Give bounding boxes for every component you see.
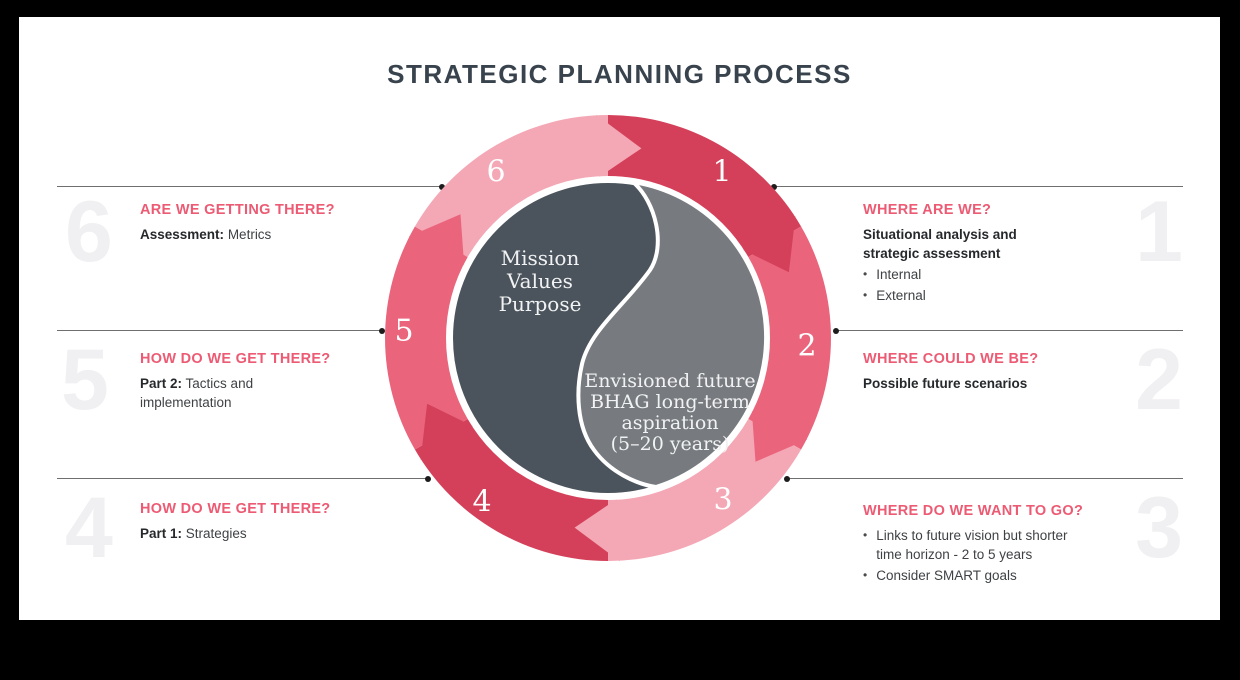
connector-dot xyxy=(439,184,445,190)
connector-line xyxy=(57,330,382,332)
section-6-text: ARE WE GETTING THERE? Assessment: Metric… xyxy=(140,202,410,244)
connector-line xyxy=(57,478,428,480)
section-6-heading: ARE WE GETTING THERE? xyxy=(140,202,335,218)
connector-line xyxy=(774,186,1183,188)
section-2-heading: WHERE COULD WE BE? xyxy=(863,351,1039,367)
yin-yang-core: Mission Values Purpose Envisioned future… xyxy=(449,179,769,497)
connector-line xyxy=(836,330,1183,332)
ghost-number-4: 4 xyxy=(65,480,113,576)
ring-number-1: 1 xyxy=(712,155,731,190)
vision-teardrop xyxy=(576,180,769,489)
ring-segment-5 xyxy=(385,226,468,450)
mission-text-line: Values xyxy=(506,269,573,293)
process-cycle-diagram: 1 2 3 4 5 6 Mission Values Purpose Envisioned… xyxy=(385,114,831,562)
section-5-text: HOW DO WE GET THERE? Part 2: Tactics and… xyxy=(140,351,410,412)
ring-arrow-1 xyxy=(743,216,796,273)
ring-arrow-4 xyxy=(420,403,473,460)
section-3-text: WHERE DO WE WANT TO GO? • Links to futur… xyxy=(863,503,1133,585)
list-item: • Internal xyxy=(863,267,922,282)
ring-arrow-2 xyxy=(751,411,808,462)
section-4-body: Part 1: Strategies xyxy=(140,526,247,541)
connector-dot xyxy=(833,328,839,334)
mission-text-line: Purpose xyxy=(499,292,582,316)
ghost-number-1: 1 xyxy=(1135,184,1183,280)
section-2-text: WHERE COULD WE BE? Possible future scena… xyxy=(863,351,1133,393)
section-2-body: Possible future scenarios xyxy=(863,376,1028,391)
connector-dot xyxy=(784,476,790,482)
ring-number-4: 4 xyxy=(472,485,491,520)
ghost-number-5: 5 xyxy=(61,332,109,428)
slide-canvas: STRATEGIC PLANNING PROCESS 6 5 4 1 2 3 A… xyxy=(19,17,1220,620)
section-1-body: Situational analysis and strategic asses… xyxy=(863,227,1017,261)
bullet-icon: • xyxy=(863,288,868,302)
page-title: STRATEGIC PLANNING PROCESS xyxy=(387,59,852,89)
ring-number-5: 5 xyxy=(394,314,413,349)
vision-text-line: aspiration xyxy=(621,412,718,434)
connector-line xyxy=(57,186,442,188)
list-item: • Consider SMART goals xyxy=(863,568,1017,583)
connector-dot xyxy=(425,476,431,482)
vision-text-line: (5–20 years) xyxy=(611,433,730,455)
ring-segment-3 xyxy=(608,419,802,561)
ring-segment-2 xyxy=(748,226,831,450)
bullet-icon: • xyxy=(863,267,868,281)
section-1-text: WHERE ARE WE? Situational analysis and s… xyxy=(863,202,1133,305)
vision-text-line: Envisioned future xyxy=(584,370,755,392)
ghost-number-3: 3 xyxy=(1135,480,1183,576)
ring-number-2: 2 xyxy=(797,329,816,364)
connector-dot xyxy=(771,184,777,190)
ring-arrow-6 xyxy=(596,114,642,177)
process-ring: 1 2 3 4 5 6 xyxy=(385,114,831,562)
ghost-number-6: 6 xyxy=(65,184,113,280)
section-5-body: Part 2: Tactics and implementation xyxy=(140,376,254,410)
ring-number-6: 6 xyxy=(486,155,505,190)
bullet-icon: • xyxy=(863,528,868,542)
vision-text-line: BHAG long-term xyxy=(590,391,750,413)
connector-dot xyxy=(379,328,385,334)
mission-circle xyxy=(449,179,767,497)
bullet-icon: • xyxy=(863,568,868,582)
ring-number-3: 3 xyxy=(713,483,732,518)
section-6-body: Assessment: Metrics xyxy=(140,227,272,242)
list-item: • External xyxy=(863,288,926,303)
section-4-text: HOW DO WE GET THERE? Part 1: Strategies xyxy=(140,501,410,543)
section-1-heading: WHERE ARE WE? xyxy=(863,202,992,218)
section-5-heading: HOW DO WE GET THERE? xyxy=(140,351,331,367)
section-3-heading: WHERE DO WE WANT TO GO? xyxy=(863,503,1084,519)
ring-segment-4 xyxy=(414,419,608,561)
ring-arrow-3 xyxy=(574,499,620,562)
ring-arrow-5 xyxy=(408,214,465,265)
mission-text-line: Mission xyxy=(501,246,580,270)
connector-line xyxy=(787,478,1183,480)
section-4-heading: HOW DO WE GET THERE? xyxy=(140,501,331,517)
ghost-number-2: 2 xyxy=(1135,332,1183,428)
